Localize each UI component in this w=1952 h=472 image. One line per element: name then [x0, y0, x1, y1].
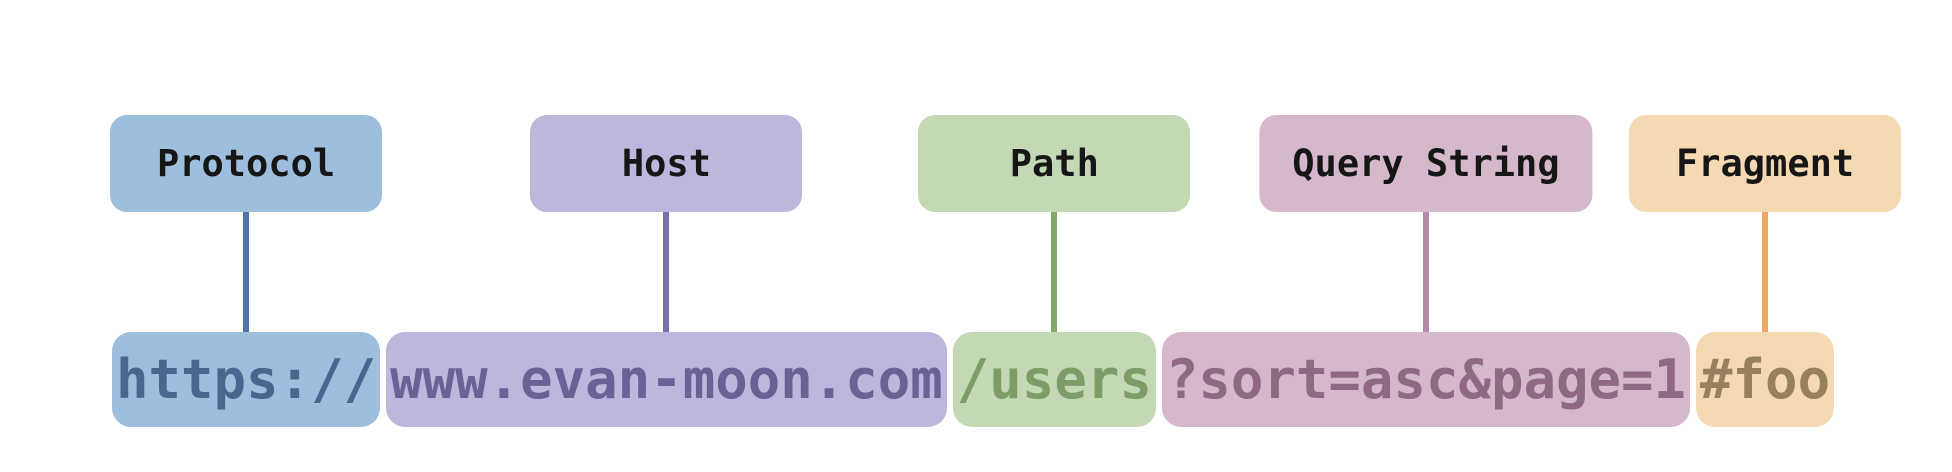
url-part-host: Host www.evan-moon.com [386, 115, 947, 427]
diagram-columns: Protocol https:// Host www.evan-moon.com… [110, 115, 1902, 427]
path-label-row: Path [918, 115, 1191, 212]
host-label: Host [530, 115, 803, 212]
url-part-path: Path /users [918, 115, 1191, 427]
query-string-label-row: Query String [1162, 115, 1690, 212]
fragment-connector-line [1762, 212, 1769, 332]
query-string-url-segment: ?sort=asc&page=1 [1161, 332, 1691, 427]
protocol-connector-line [243, 212, 250, 332]
path-label: Path [918, 115, 1191, 212]
protocol-url-segment: https:// [112, 332, 381, 427]
path-connector-line [1051, 212, 1058, 332]
fragment-url-segment: #foo [1696, 332, 1835, 427]
query-string-connector-line [1422, 212, 1429, 332]
query-string-label: Query String [1259, 115, 1593, 212]
url-part-fragment: Fragment #foo [1629, 115, 1902, 427]
protocol-label-row: Protocol [110, 115, 383, 212]
path-url-segment: /users [952, 332, 1156, 427]
protocol-label: Protocol [110, 115, 383, 212]
fragment-label: Fragment [1629, 115, 1902, 212]
url-part-query-string: Query String ?sort=asc&page=1 [1161, 115, 1691, 427]
host-url-segment: www.evan-moon.com [386, 332, 947, 427]
url-part-protocol: Protocol https:// [110, 115, 383, 427]
host-connector-line [663, 212, 670, 332]
fragment-label-row: Fragment [1629, 115, 1902, 212]
host-label-row: Host [386, 115, 947, 212]
